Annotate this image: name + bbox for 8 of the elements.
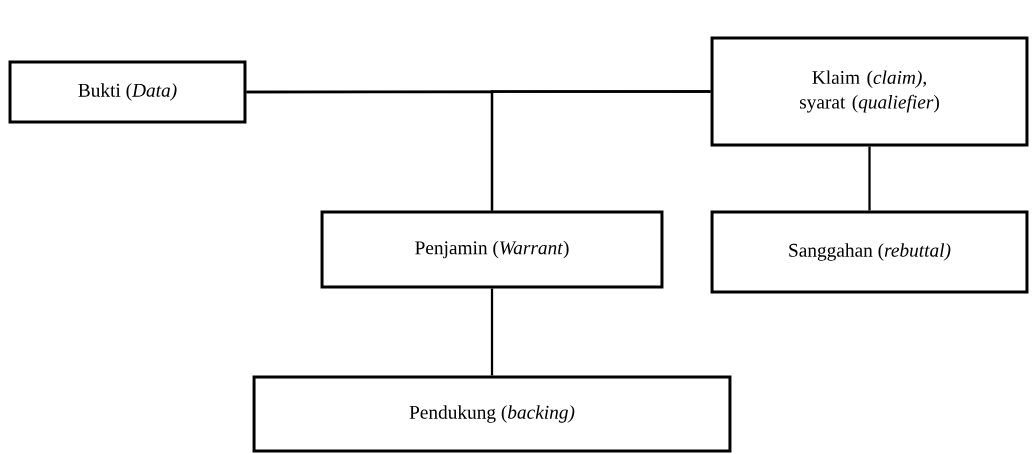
box: Pendukung (backing) xyxy=(252,375,732,453)
box: Bukti (Data) xyxy=(8,60,247,124)
box: Sanggahan (rebuttal) xyxy=(710,210,1029,294)
connector-line xyxy=(490,90,711,211)
connector-line xyxy=(868,146,871,211)
box: Klaim (claim), syarat (qualiefier) xyxy=(710,36,1029,147)
box: Penjamin (Warrant) xyxy=(320,210,664,289)
connector-line xyxy=(490,288,494,376)
